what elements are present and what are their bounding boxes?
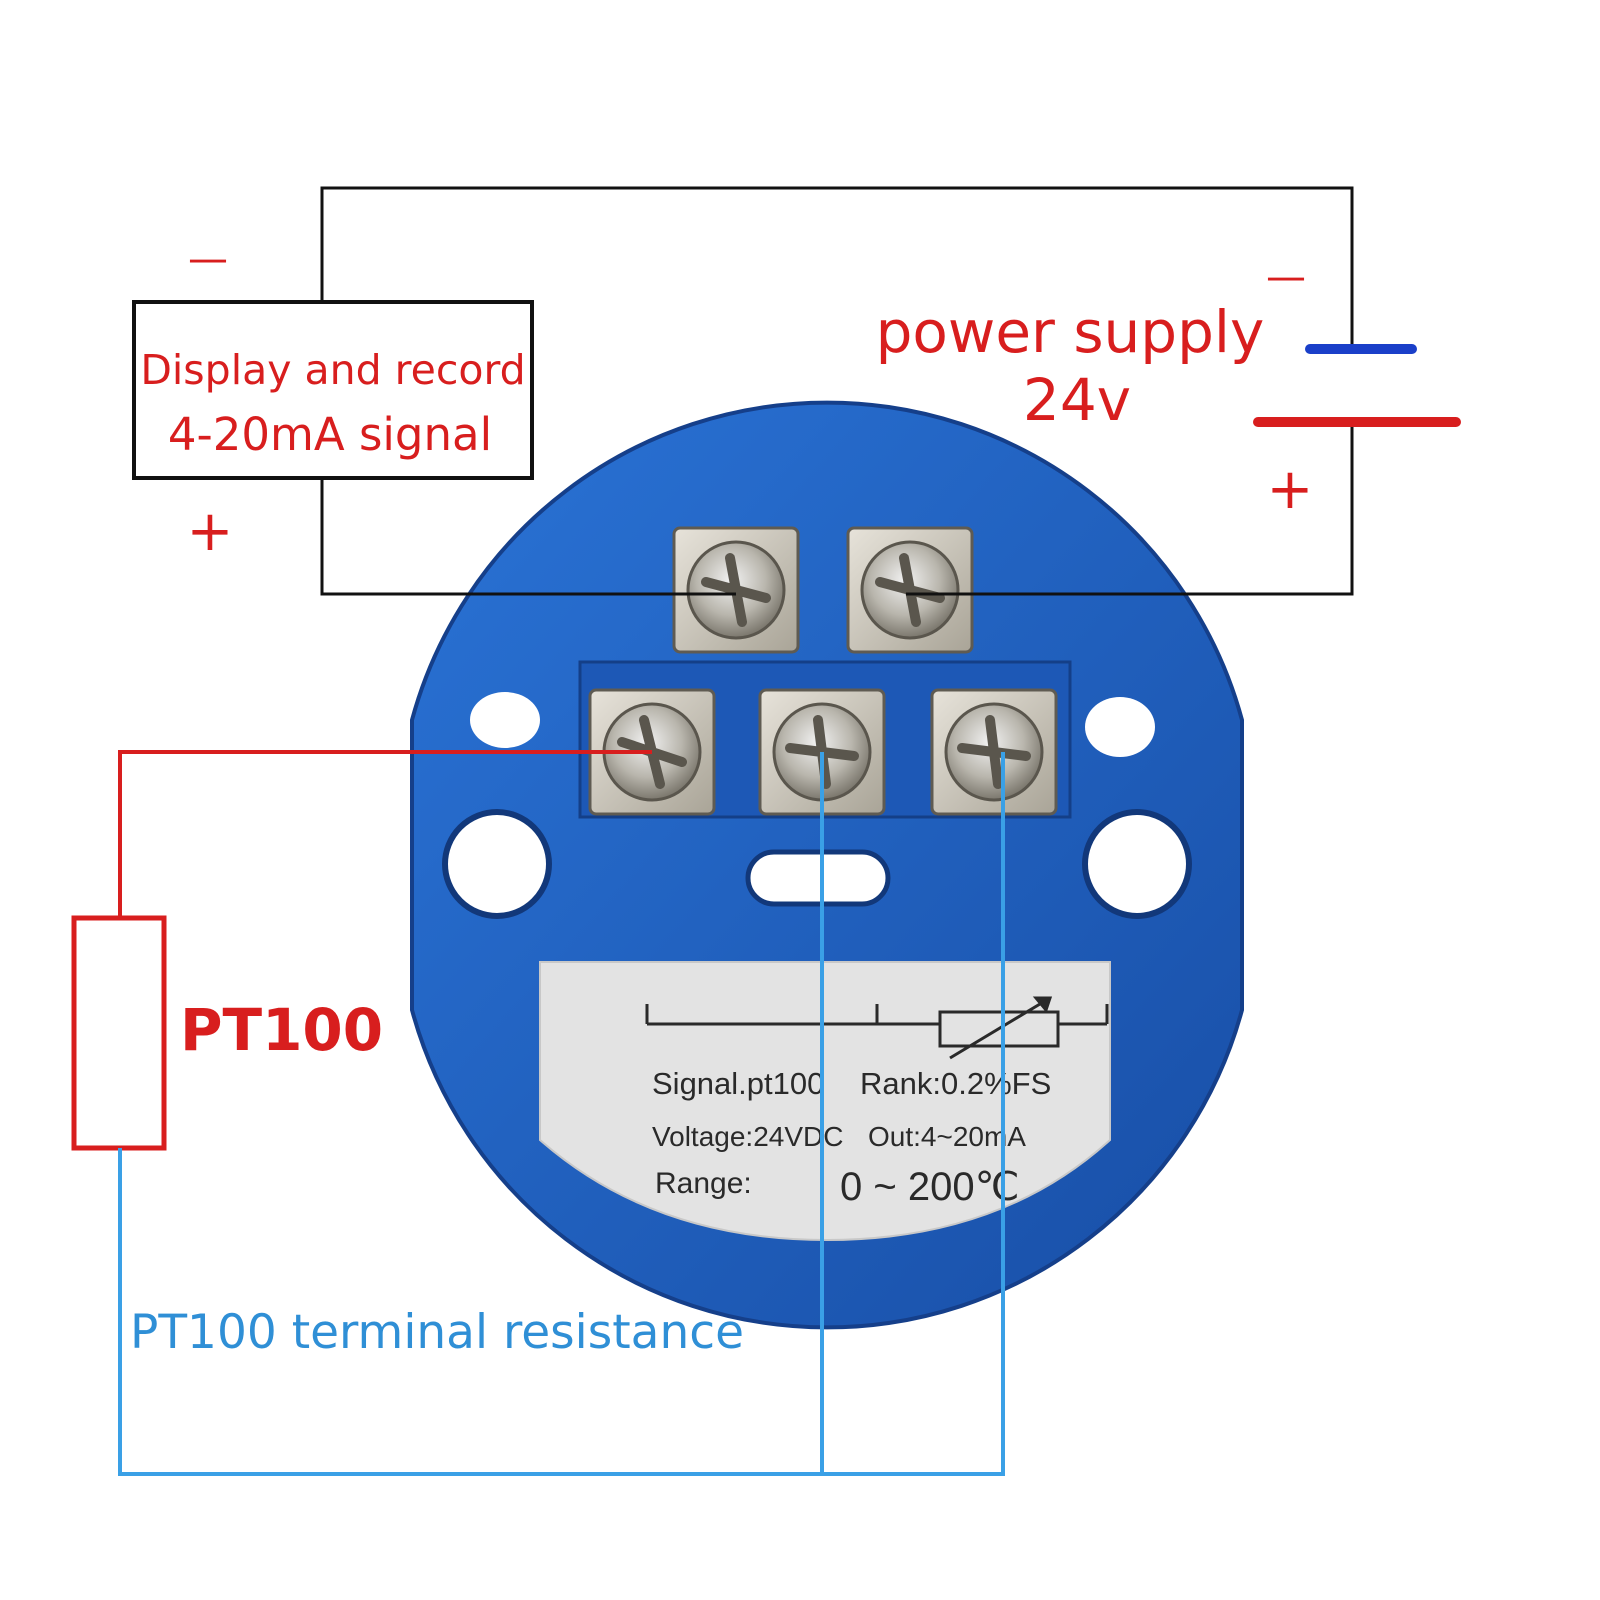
label-rank: Rank:0.2%FS [860,1066,1051,1101]
label-voltage: Voltage:24VDC [652,1121,843,1152]
power-minus-sign: — [1266,254,1306,300]
pt100-resistor [71,915,167,1151]
notch-left [470,692,540,748]
power-supply-title: power supply [876,298,1265,366]
power-supply: power supply 24v — + [876,254,1461,522]
transmitter-module: Signal.pt100 Rank:0.2%FS Voltage:24VDC O… [410,400,1244,1330]
pt100-blue-wires [118,752,1005,1476]
notch-right [1085,697,1155,757]
power-plus-sign: + [1267,457,1314,522]
pt100-label: PT100 [180,996,383,1064]
pt100-red-wire [118,750,652,918]
mount-hole-right [1085,812,1189,916]
center-slot [748,852,888,904]
pt100-terminal-note: PT100 terminal resistance [130,1305,744,1360]
label-signal: Signal.pt100 [652,1066,824,1101]
mount-hole-left [445,812,549,916]
power-supply-voltage: 24v [1023,366,1131,434]
display-record-box: Display and record 4-20mA signal [132,300,534,480]
label-range: Range: [655,1167,752,1200]
label-range-value: 0 ~ 200℃ [840,1165,1020,1209]
label-out: Out:4~20mA [868,1121,1026,1152]
terminal-bottom-3[interactable] [930,688,1058,816]
terminal-top-left[interactable] [672,526,800,654]
display-plus-sign: + [187,499,234,564]
power-loop-wires [320,186,1354,596]
terminal-screws [588,526,1058,816]
terminal-top-right[interactable] [846,526,974,654]
display-box-line2: 4-20mA signal [168,408,492,461]
label-schematic [645,996,1109,1060]
display-minus-sign: — [188,236,228,282]
display-box-line1: Display and record [140,346,525,394]
